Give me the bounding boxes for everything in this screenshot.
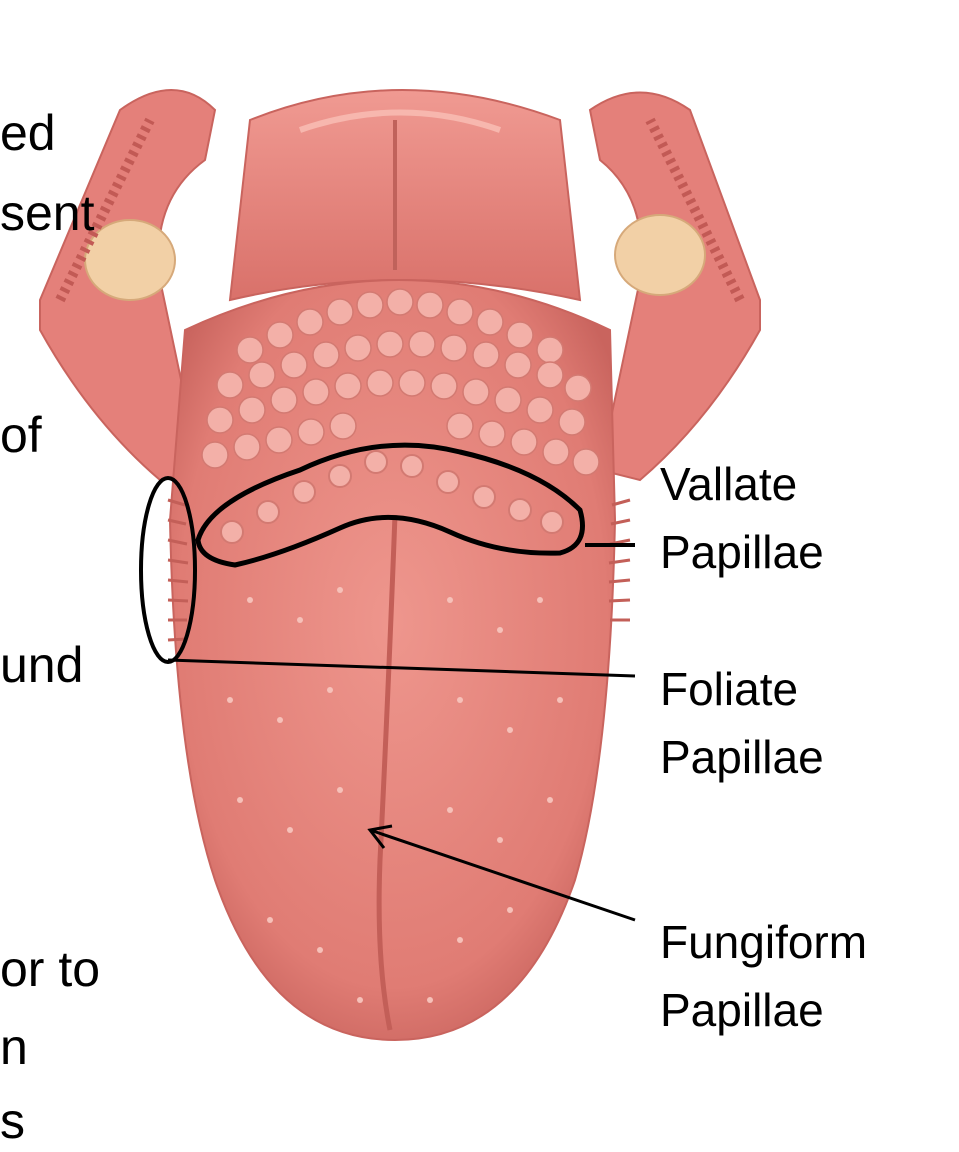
- left-text-fragment: sent: [0, 185, 95, 241]
- left-text-fragment: n: [0, 1019, 28, 1075]
- vallate-outline: [195, 442, 585, 568]
- fungiform-leader-line: [369, 828, 636, 922]
- left-text-fragment: und: [0, 637, 84, 693]
- foliate-label-line2: Papillae: [660, 731, 824, 783]
- foliate-outline: [139, 476, 197, 664]
- lingual-tonsil-bumps: [201, 288, 600, 476]
- foliate-label-line1: Foliate: [660, 663, 799, 715]
- left-text-fragment: of: [0, 407, 42, 463]
- fungiform-dots: [227, 587, 563, 1003]
- vallate-label-line2: Papillae: [660, 526, 824, 578]
- vallate-papillae-label: Vallate Papillae: [660, 450, 824, 586]
- tongue-body: [168, 279, 617, 1042]
- epiglottis: [228, 89, 582, 302]
- foliate-papillae-label: Foliate Papillae: [660, 655, 824, 791]
- left-text-fragment: ed: [0, 105, 56, 161]
- foliate-leader-line: [167, 658, 636, 678]
- fungiform-label-line1: Fungiform: [660, 916, 868, 968]
- vallate-papillae-dots: [220, 450, 564, 544]
- left-text-fragment: s: [0, 1093, 25, 1149]
- left-text-fragment: or to: [0, 941, 101, 997]
- fungiform-arrowhead: [367, 824, 393, 849]
- fungiform-papillae-label: Fungiform Papillae: [660, 908, 867, 1044]
- fungiform-label-line2: Papillae: [660, 984, 824, 1036]
- right-tonsil: [614, 214, 706, 296]
- left-tonsil: [84, 219, 176, 301]
- vallate-label-line1: Vallate: [660, 458, 798, 510]
